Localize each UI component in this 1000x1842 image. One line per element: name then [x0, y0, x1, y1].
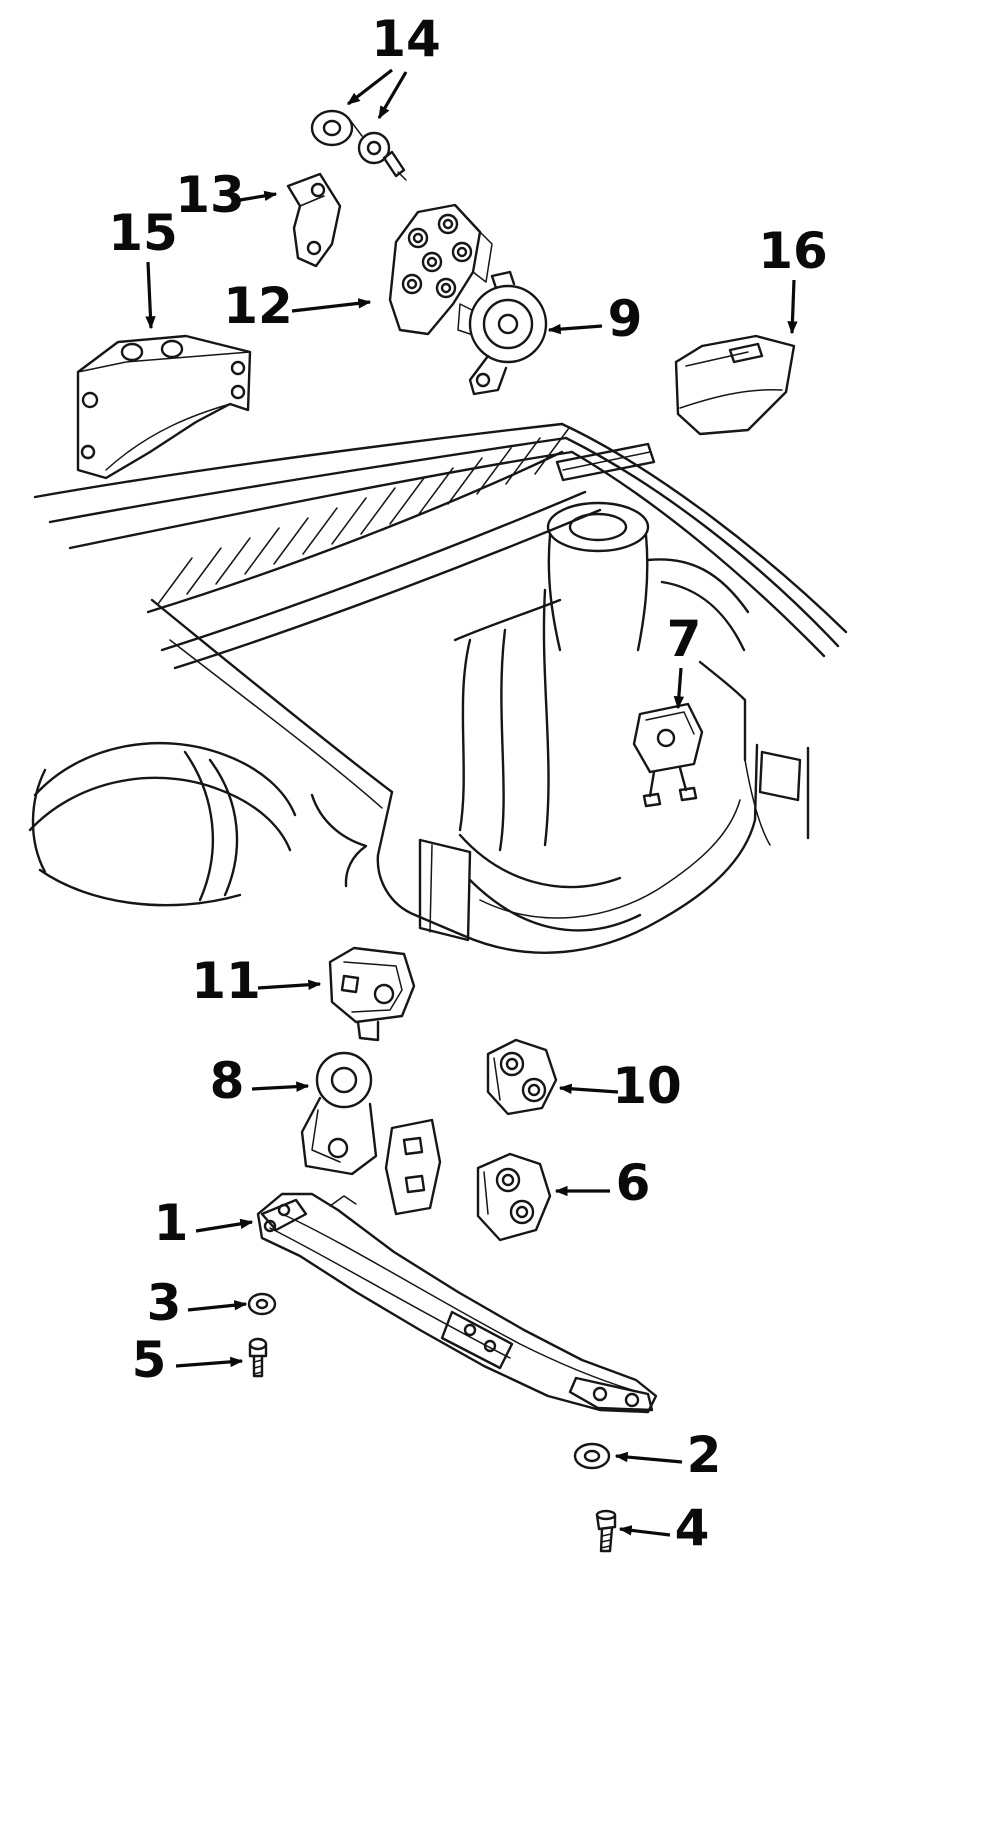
parts-art: [76, 109, 796, 1553]
callout-4[interactable]: 4: [618, 1499, 710, 1557]
callout-arrow-14: [377, 71, 408, 120]
callout-9[interactable]: 9: [547, 290, 643, 348]
callout-label-8: 8: [210, 1052, 245, 1110]
cowl-hatch-line: [244, 527, 280, 575]
callout-label-6: 6: [616, 1154, 651, 1212]
part-7-mount-bracket: [632, 702, 704, 808]
callout-1[interactable]: 1: [154, 1194, 254, 1252]
part-10-mount-bracket: [486, 1038, 558, 1116]
callout-label-16: 16: [758, 222, 828, 280]
callout-arrow-7: [673, 667, 685, 710]
callout-arrow-4: [618, 1525, 671, 1537]
callout-arrow-9: [547, 323, 603, 335]
cowl-hatch-line: [186, 547, 222, 595]
callout-label-15: 15: [108, 204, 178, 262]
callout-7[interactable]: 7: [667, 610, 702, 710]
callout-5[interactable]: 5: [132, 1331, 244, 1389]
callout-11[interactable]: 11: [191, 952, 322, 1010]
cowl-hatch-line: [447, 457, 483, 505]
callout-8[interactable]: 8: [210, 1052, 310, 1110]
part-15-mount-bracket: [76, 334, 252, 480]
part-9-engine-mount: [457, 270, 548, 396]
callout-6[interactable]: 6: [554, 1154, 651, 1212]
callout-3[interactable]: 3: [147, 1274, 248, 1332]
callout-arrow-1: [195, 1218, 254, 1233]
callout-arrow-2: [614, 1451, 683, 1464]
strut-tower: [546, 501, 650, 652]
vehicle-body-art: [28, 422, 848, 954]
callout-arrow-16: [787, 279, 798, 335]
cowl-hatch-line: [505, 437, 541, 485]
callout-label-12: 12: [223, 277, 293, 335]
engine-transmission-outline: [453, 558, 750, 932]
cowl-vent-hatching: [157, 427, 570, 605]
callout-arrow-11: [257, 979, 322, 990]
callout-arrow-10: [558, 1083, 619, 1094]
callout-label-10: 10: [612, 1057, 682, 1115]
part-3-retainer-washer: [247, 1292, 277, 1316]
part-5-bolt: [248, 1337, 268, 1378]
cowl-hatch-line: [273, 517, 309, 565]
cowl-hatch-line: [302, 507, 338, 555]
callout-label-13: 13: [175, 166, 245, 224]
callout-label-2: 2: [687, 1426, 722, 1484]
callout-label-4: 4: [675, 1499, 710, 1557]
part-13-brace: [286, 172, 342, 268]
callout-label-5: 5: [132, 1331, 167, 1389]
callout-arrow-14: [346, 68, 393, 106]
callout-14[interactable]: 14: [346, 10, 441, 120]
cowl-hatch-line: [476, 447, 512, 495]
cowl-hatch-line: [157, 557, 193, 605]
part-8-torque-strut: [300, 1051, 378, 1176]
cowl-hatch-line: [389, 477, 425, 525]
cowl-hatch-line: [215, 537, 251, 585]
part-14-damper: [310, 109, 407, 181]
callout-label-9: 9: [608, 290, 643, 348]
callout-arrow-15: [145, 261, 156, 330]
part-6-mount-bracket: [476, 1152, 552, 1242]
callout-15[interactable]: 15: [108, 204, 178, 330]
callout-12[interactable]: 12: [223, 277, 372, 335]
center-bracket-plate: [384, 1118, 442, 1216]
callout-2[interactable]: 2: [614, 1426, 722, 1484]
part-1-crossmember: [256, 1192, 658, 1414]
cowl-hatch-line: [360, 487, 396, 535]
callout-label-14: 14: [371, 10, 441, 68]
cowl-hatch-line: [418, 467, 454, 515]
callout-label-3: 3: [147, 1274, 182, 1332]
callout-label-1: 1: [154, 1194, 189, 1252]
callout-arrow-3: [187, 1300, 248, 1312]
callout-label-11: 11: [191, 952, 261, 1010]
callout-arrow-8: [251, 1081, 310, 1092]
part-16-shield-bracket: [674, 334, 796, 436]
callout-arrow-13: [239, 190, 278, 202]
callout-13[interactable]: 13: [175, 166, 278, 224]
left-fender-wheel-arch: [28, 741, 297, 907]
cowl-hatch-line: [331, 497, 367, 545]
cowl-hatch-line: [534, 427, 570, 475]
callout-10[interactable]: 10: [558, 1057, 682, 1115]
callout-arrow-12: [291, 298, 372, 313]
engine-bay-frame: [150, 598, 810, 954]
part-4-bolt: [595, 1509, 617, 1553]
part-12-bracket-plate: [388, 203, 493, 336]
cowl-windshield: [33, 422, 848, 670]
part-2-insulator-grommet: [573, 1442, 611, 1470]
callout-label-7: 7: [667, 610, 702, 668]
callout-arrow-5: [175, 1356, 244, 1368]
part-11-mount: [328, 946, 416, 1042]
callout-16[interactable]: 16: [758, 222, 828, 335]
